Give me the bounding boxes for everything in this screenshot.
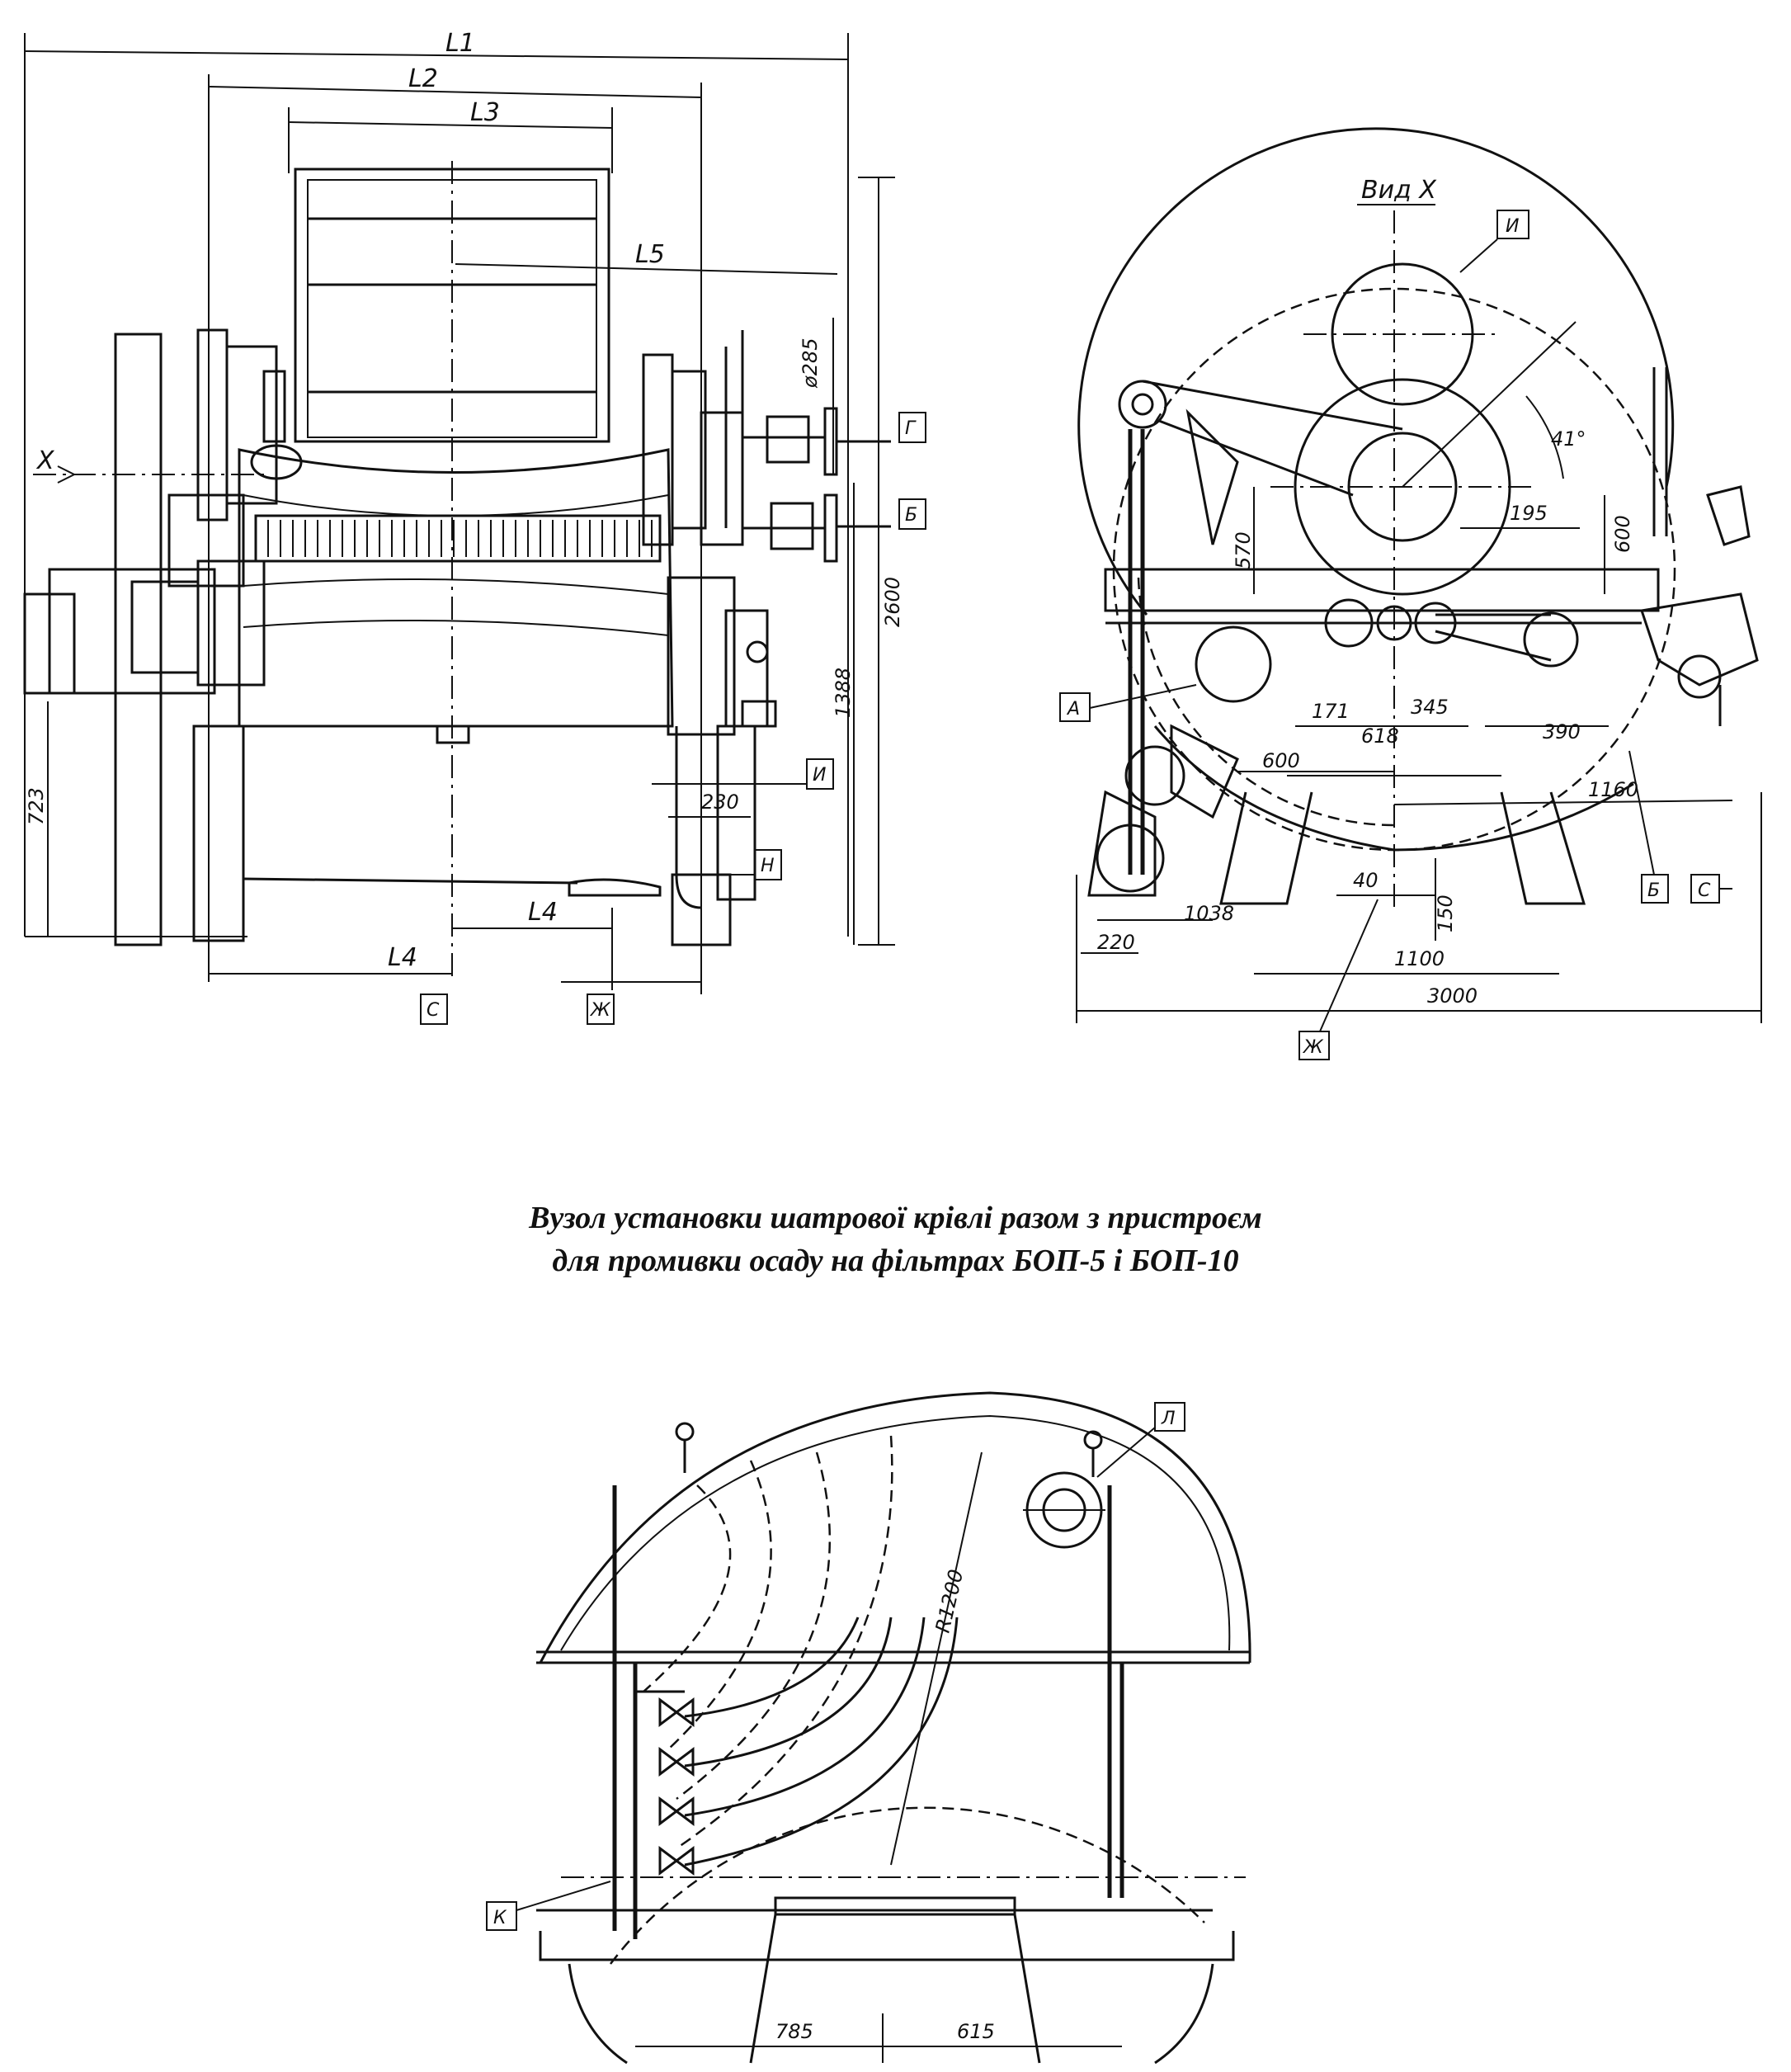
dim-d150: 150 bbox=[1434, 894, 1457, 932]
tag-Zh-end: Ж bbox=[1302, 1037, 1324, 1058]
tag-L: Л bbox=[1161, 1409, 1176, 1429]
dim-d1160: 1160 bbox=[1588, 778, 1638, 801]
tag-B-side: Б bbox=[905, 505, 917, 526]
drum-ribs bbox=[267, 520, 653, 557]
dim-d220: 220 bbox=[1097, 931, 1135, 954]
tag-S-side: С bbox=[427, 1000, 440, 1021]
tag-S-end: С bbox=[1698, 880, 1711, 901]
dim-d1038: 1038 bbox=[1184, 902, 1234, 925]
dim-L5: L5 bbox=[635, 240, 665, 269]
side-view: L1 L2 L3 L5 bbox=[23, 29, 926, 1025]
tag-I-side: И bbox=[813, 765, 826, 786]
dim-h2600: 2600 bbox=[881, 577, 904, 627]
dim-d40: 40 bbox=[1353, 869, 1379, 892]
dim-r1200: R1200 bbox=[931, 1567, 969, 1635]
dim-d195: 195 bbox=[1510, 502, 1548, 525]
tag-Zh-side: Ж bbox=[589, 1000, 611, 1021]
dim-h1388: 1388 bbox=[832, 668, 855, 718]
tag-I-end: И bbox=[1506, 216, 1519, 237]
tag-B-end: Б bbox=[1647, 880, 1660, 901]
dim-L4-upper: L4 bbox=[528, 898, 558, 927]
dim-L4-lower: L4 bbox=[388, 943, 417, 972]
figure-caption: Вузол установки шатрової крівлі разом з … bbox=[0, 1196, 1791, 1282]
dim-L3: L3 bbox=[470, 98, 500, 127]
dim-d785: 785 bbox=[775, 2020, 813, 2043]
dim-d1100: 1100 bbox=[1394, 947, 1445, 970]
dim-d171: 171 bbox=[1312, 700, 1350, 723]
caption-line-2: для промивки осаду на фільтрах БОП-5 і Б… bbox=[552, 1244, 1239, 1278]
dim-d345: 345 bbox=[1411, 696, 1449, 719]
dim-w230: 230 bbox=[701, 791, 739, 814]
dim-a41: 41° bbox=[1551, 427, 1586, 451]
dim-L1: L1 bbox=[445, 29, 475, 58]
tag-A-end: А bbox=[1066, 699, 1080, 720]
dim-d600a: 600 bbox=[1611, 515, 1634, 553]
caption-line-1: Вузол установки шатрової крівлі разом з … bbox=[529, 1201, 1262, 1235]
tag-K: К bbox=[493, 1908, 507, 1928]
dim-d600b: 600 bbox=[1262, 749, 1300, 772]
roof-view: R1200 785 615 Л К bbox=[486, 1391, 1251, 2065]
dim-h723: 723 bbox=[25, 787, 48, 825]
dim-d570: 570 bbox=[1232, 531, 1255, 569]
end-view-title: Вид X bbox=[1361, 176, 1437, 205]
tag-N: Н bbox=[761, 856, 775, 876]
dim-d390: 390 bbox=[1543, 720, 1581, 743]
dim-d285: ø285 bbox=[799, 338, 822, 389]
dim-d615: 615 bbox=[957, 2020, 995, 2043]
end-view: Вид X 41° bbox=[1059, 127, 1762, 1060]
tag-G: Г bbox=[905, 418, 917, 439]
dim-d3000: 3000 bbox=[1427, 984, 1478, 1008]
dim-L2: L2 bbox=[408, 64, 438, 93]
view-arrow-X: X bbox=[35, 446, 55, 475]
dim-d618: 618 bbox=[1361, 724, 1399, 748]
